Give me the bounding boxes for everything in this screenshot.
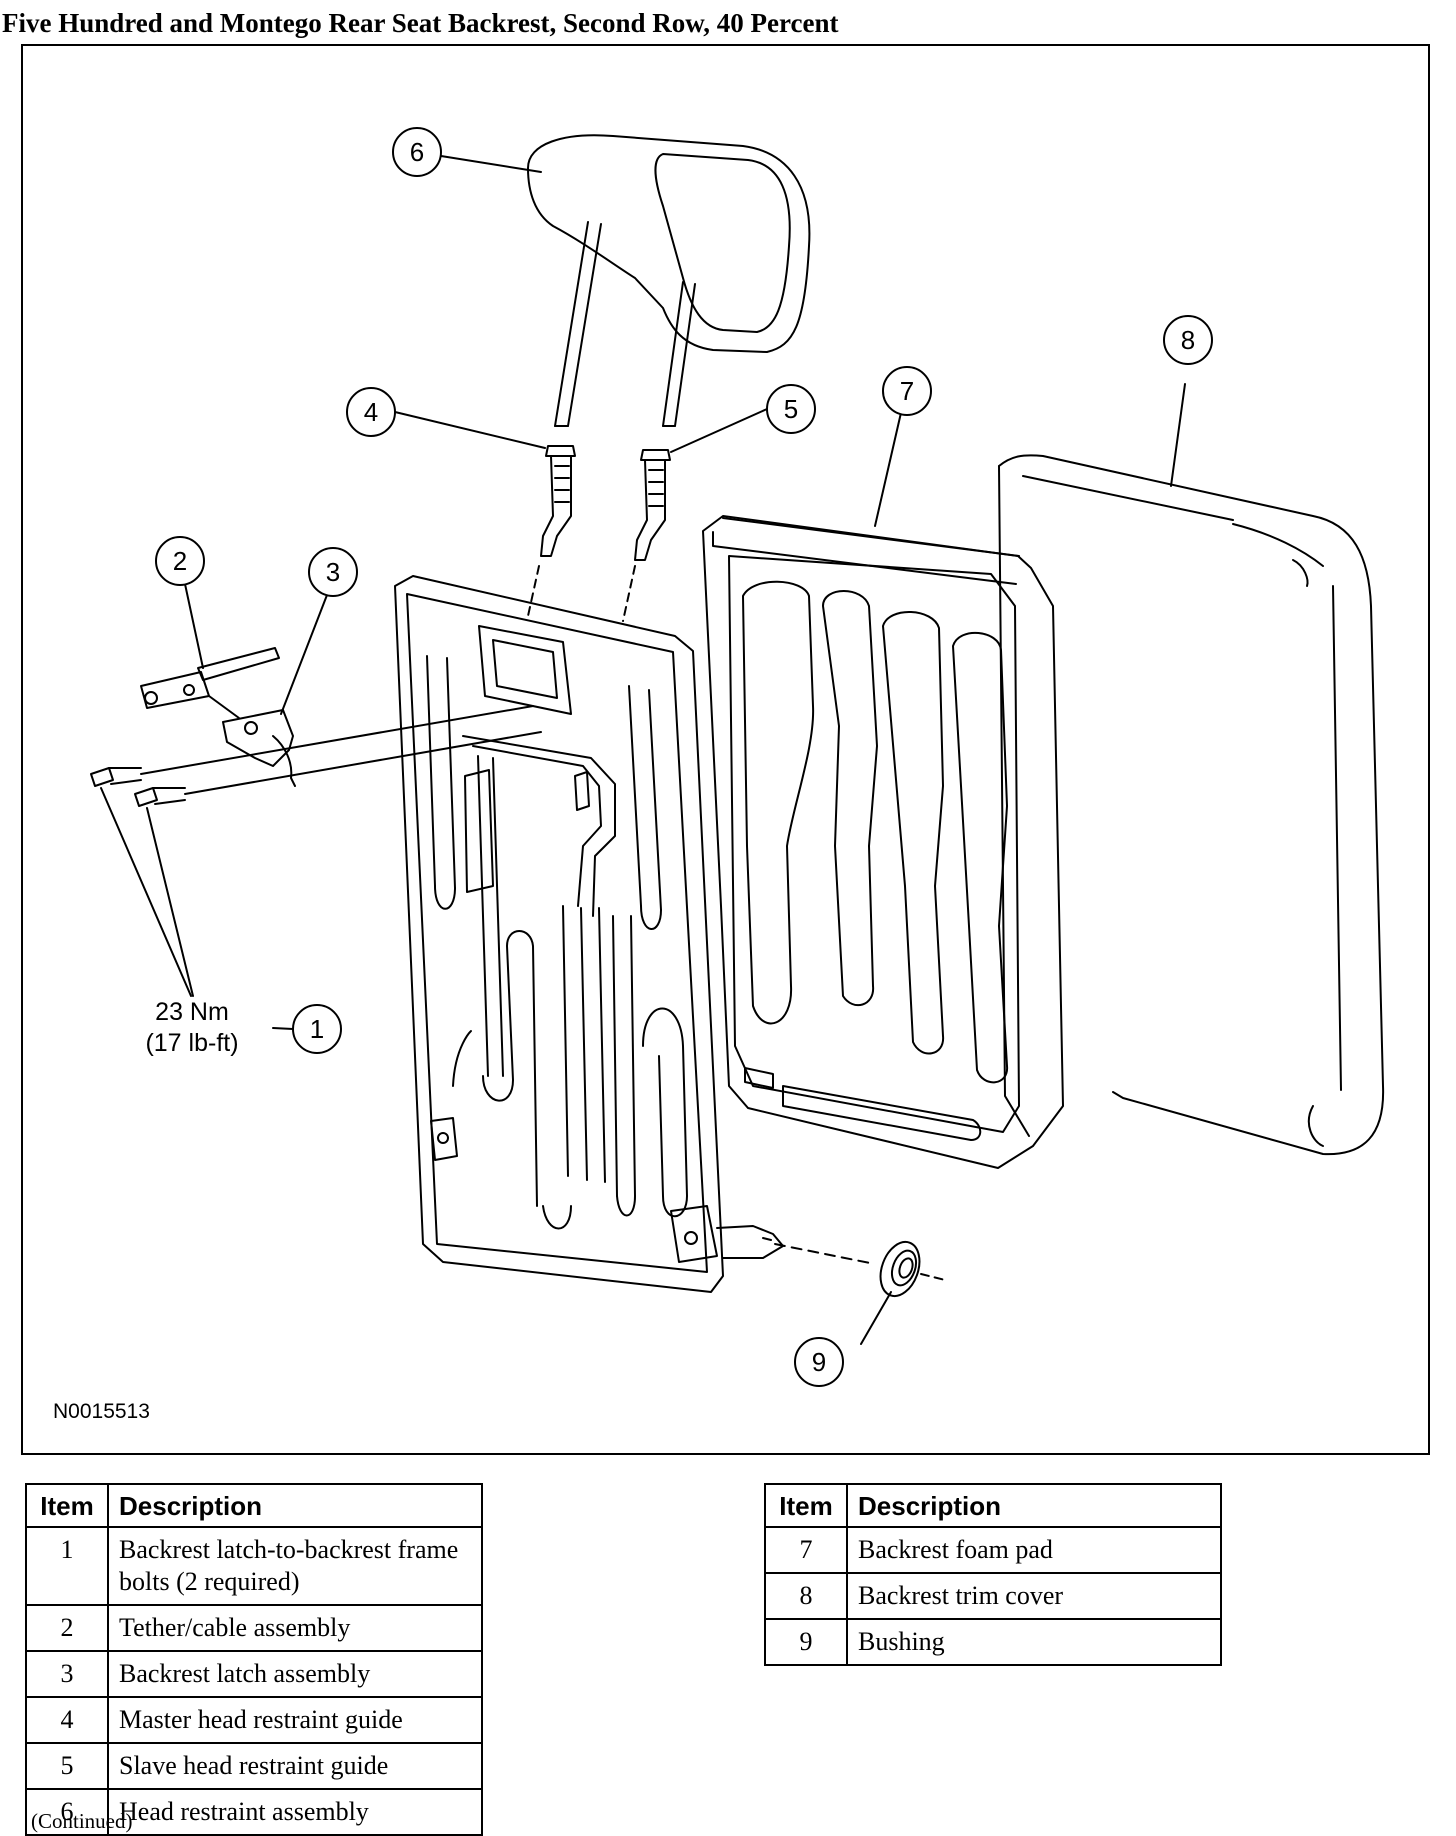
legend-item-description: Slave head restraint guide	[107, 1742, 483, 1790]
table-row: 7 Backrest foam pad	[764, 1526, 1222, 1574]
continued-note: (Continued)	[31, 1809, 133, 1833]
head-restraint-guides-drawing	[527, 445, 671, 622]
svg-text:6: 6	[410, 137, 424, 167]
legend-item-number: 6	[25, 1788, 109, 1836]
svg-text:7: 7	[900, 376, 914, 406]
legend-item-description: Backrest trim cover	[846, 1572, 1222, 1620]
legend-item-description: Master head restraint guide	[107, 1696, 483, 1744]
table-row: 9 Bushing	[764, 1618, 1222, 1666]
torque-value: 23 Nm	[155, 998, 229, 1026]
svg-text:3: 3	[326, 557, 340, 587]
callout-1: 1	[292, 1004, 342, 1054]
legend-item-description: Bushing	[846, 1618, 1222, 1666]
figure-id: N0015513	[53, 1400, 150, 1423]
legend-item-description: Head restraint assembly	[107, 1788, 483, 1836]
legend-header-row: Item Description	[764, 1483, 1222, 1528]
table-row: 3 Backrest latch assembly	[25, 1650, 483, 1698]
legend-item-number: 8	[764, 1572, 848, 1620]
page-title: Five Hundred and Montego Rear Seat Backr…	[2, 8, 839, 38]
legend-table-left: Item Description 1 Backrest latch-to-bac…	[25, 1483, 483, 1836]
legend-header-description: Description	[107, 1483, 483, 1528]
trim-cover-drawing	[998, 454, 1385, 1156]
head-restraint-drawing	[527, 134, 811, 427]
legend-table-right: Item Description 7 Backrest foam pad 8 B…	[764, 1483, 1222, 1666]
table-row: 1 Backrest latch-to-backrest frame bolts…	[25, 1526, 483, 1606]
legend-item-number: 4	[25, 1696, 109, 1744]
legend-item-description: Backrest latch-to-backrest frame bolts (…	[107, 1526, 483, 1606]
legend-item-number: 3	[25, 1650, 109, 1698]
table-row: 4 Master head restraint guide	[25, 1696, 483, 1744]
legend-header-item: Item	[25, 1483, 109, 1528]
callout-2: 2	[155, 536, 205, 586]
diagram-drawing: 1 2 3 4 5 6 7 8	[53, 127, 1385, 1423]
callout-leaders	[184, 155, 1186, 1345]
svg-text:1: 1	[310, 1014, 324, 1044]
torque-alt: (17 lb-ft)	[145, 1029, 238, 1057]
svg-text:4: 4	[364, 397, 378, 427]
backrest-frame-drawing	[394, 575, 784, 1293]
foam-pad-drawing	[702, 515, 1064, 1169]
legend-item-number: 2	[25, 1604, 109, 1652]
legend-header-row: Item Description	[25, 1483, 483, 1528]
callout-9: 9	[794, 1337, 844, 1387]
callout-7: 7	[882, 366, 932, 416]
legend-item-description: Tether/cable assembly	[107, 1604, 483, 1652]
legend-item-number: 1	[25, 1526, 109, 1606]
callout-8: 8	[1163, 315, 1213, 365]
legend-header-description: Description	[846, 1483, 1222, 1528]
svg-text:9: 9	[812, 1347, 826, 1377]
svg-text:2: 2	[173, 546, 187, 576]
callout-5: 5	[766, 384, 816, 434]
legend-item-description: Backrest latch assembly	[107, 1650, 483, 1698]
legend-item-number: 7	[764, 1526, 848, 1574]
table-row: 8 Backrest trim cover	[764, 1572, 1222, 1620]
callout-4: 4	[346, 387, 396, 437]
svg-text:5: 5	[784, 394, 798, 424]
exploded-diagram: 1 2 3 4 5 6 7 8	[21, 44, 1430, 1455]
bushing-drawing	[774, 1240, 946, 1298]
legend-item-number: 9	[764, 1618, 848, 1666]
table-row: 5 Slave head restraint guide	[25, 1742, 483, 1790]
svg-text:8: 8	[1181, 325, 1195, 355]
legend-item-number: 5	[25, 1742, 109, 1790]
table-row: 2 Tether/cable assembly	[25, 1604, 483, 1652]
callout-6: 6	[392, 127, 442, 177]
legend-item-description: Backrest foam pad	[846, 1526, 1222, 1574]
table-row: 6 Head restraint assembly	[25, 1788, 483, 1836]
callout-3: 3	[308, 547, 358, 597]
latch-assembly-drawing	[90, 647, 542, 997]
legend-header-item: Item	[764, 1483, 848, 1528]
